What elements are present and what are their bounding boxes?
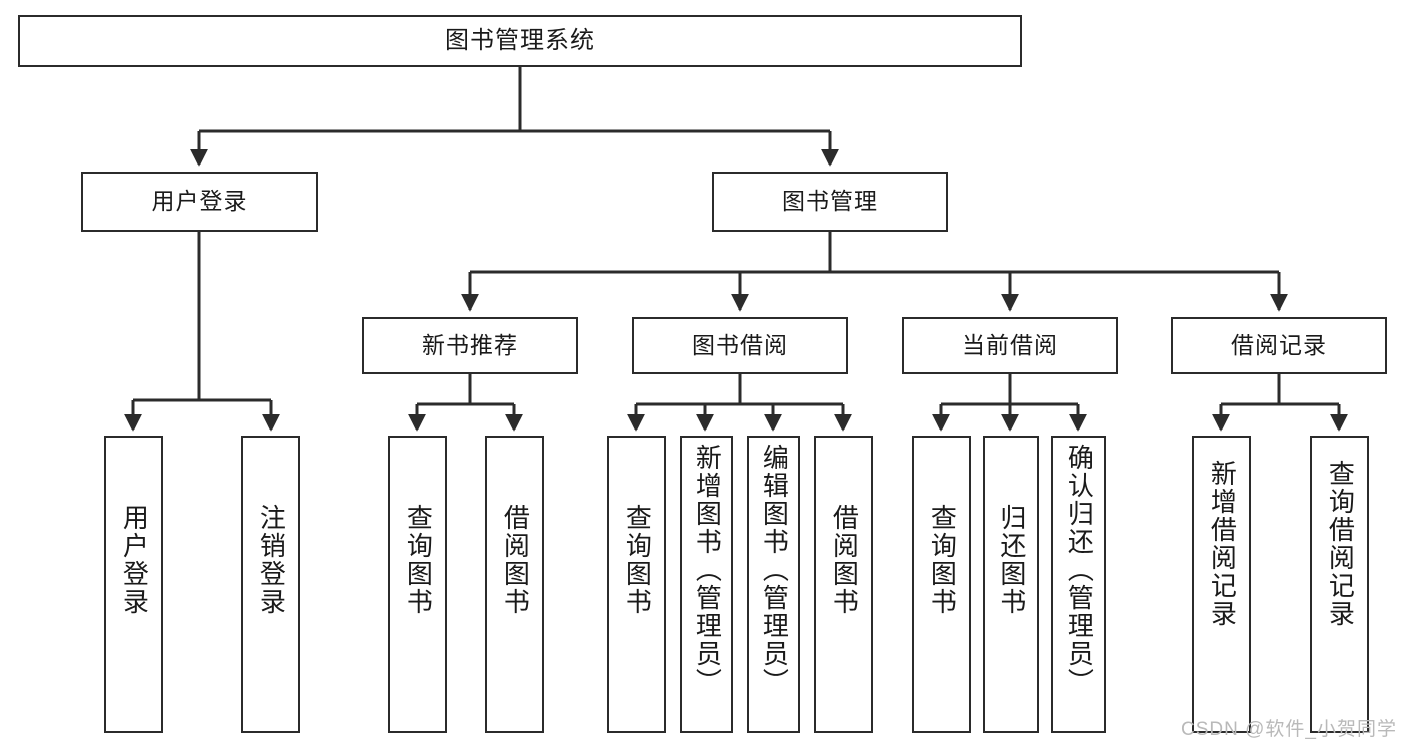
leaf-return-book-label: 归还图书 bbox=[996, 504, 1027, 616]
leaf-query-book-borrow[interactable]: 查询图书 bbox=[607, 436, 666, 733]
leaf-add-borrow-record-label: 新增借阅记录 bbox=[1207, 460, 1238, 628]
leaf-borrow-book[interactable]: 借阅图书 bbox=[814, 436, 873, 733]
node-book-management[interactable]: 图书管理 bbox=[712, 172, 948, 232]
leaf-query-borrow-record[interactable]: 查询借阅记录 bbox=[1310, 436, 1369, 733]
node-book-borrow[interactable]: 图书借阅 bbox=[632, 317, 848, 374]
leaf-return-book[interactable]: 归还图书 bbox=[983, 436, 1039, 733]
csdn-watermark: CSDN @软件_小贺同学 bbox=[1181, 719, 1397, 740]
leaf-logout[interactable]: 注销登录 bbox=[241, 436, 300, 733]
node-new-book-recommend-label: 新书推荐 bbox=[422, 331, 518, 358]
leaf-borrow-book-recommend[interactable]: 借阅图书 bbox=[485, 436, 544, 733]
leaf-confirm-return-admin[interactable]: 确认归还（管理员） bbox=[1051, 436, 1106, 733]
leaf-query-book-recommend-label: 查询图书 bbox=[403, 504, 434, 616]
leaf-add-book-admin[interactable]: 新增图书（管理员） bbox=[680, 436, 733, 733]
leaf-borrow-book-recommend-label: 借阅图书 bbox=[500, 504, 531, 616]
leaf-user-login-label: 用户登录 bbox=[119, 504, 150, 616]
leaf-user-login[interactable]: 用户登录 bbox=[104, 436, 163, 733]
node-borrow-record[interactable]: 借阅记录 bbox=[1171, 317, 1387, 374]
node-root-label: 图书管理系统 bbox=[445, 26, 595, 54]
leaf-borrow-book-label: 借阅图书 bbox=[829, 504, 860, 616]
node-user-login[interactable]: 用户登录 bbox=[81, 172, 318, 232]
leaf-query-book-borrow-label: 查询图书 bbox=[622, 504, 653, 616]
leaf-add-borrow-record[interactable]: 新增借阅记录 bbox=[1192, 436, 1251, 733]
node-new-book-recommend[interactable]: 新书推荐 bbox=[362, 317, 578, 374]
node-book-borrow-label: 图书借阅 bbox=[692, 331, 788, 358]
node-book-management-label: 图书管理 bbox=[782, 188, 878, 215]
leaf-query-book-recommend[interactable]: 查询图书 bbox=[388, 436, 447, 733]
node-borrow-record-label: 借阅记录 bbox=[1231, 331, 1327, 358]
node-current-borrow-label: 当前借阅 bbox=[962, 331, 1058, 358]
leaf-logout-label: 注销登录 bbox=[256, 504, 287, 616]
leaf-query-book-current-label: 查询图书 bbox=[927, 504, 958, 616]
leaf-add-book-admin-label: 新增图书（管理员） bbox=[692, 444, 723, 696]
node-root[interactable]: 图书管理系统 bbox=[18, 15, 1022, 67]
leaf-edit-book-admin[interactable]: 编辑图书（管理员） bbox=[747, 436, 800, 733]
node-user-login-label: 用户登录 bbox=[151, 188, 248, 215]
node-current-borrow[interactable]: 当前借阅 bbox=[902, 317, 1118, 374]
leaf-query-book-current[interactable]: 查询图书 bbox=[912, 436, 971, 733]
leaf-edit-book-admin-label: 编辑图书（管理员） bbox=[759, 444, 790, 696]
leaf-confirm-return-admin-label: 确认归还（管理员） bbox=[1064, 444, 1095, 696]
leaf-query-borrow-record-label: 查询借阅记录 bbox=[1325, 460, 1356, 628]
